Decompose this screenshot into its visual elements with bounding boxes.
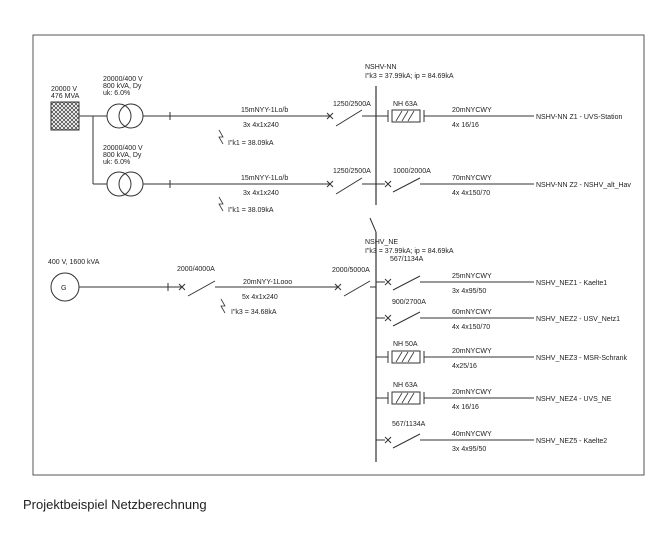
source-voltage: 20000 V: [51, 86, 77, 93]
bus-tie-link: [369, 217, 377, 233]
ne1-target: NSHV_NEZ1 - Kaelte1: [536, 280, 607, 287]
nn-feeder-1: NH 63A 20mNYCWY 4x 16/16 NSHV-NN Z1 - UV…: [376, 101, 622, 129]
ne3-cable: 20mNYCWY: [452, 348, 492, 355]
generator: 400 V, 1600 kVA G 2000/4000A 20mNYY-1Loo…: [48, 259, 338, 316]
nn-feeder-2: 1000/2000A 70mNYCWY 4x 4x150/70 NSHV-NN …: [376, 168, 631, 197]
gen-breaker-rating: 2000/4000A: [177, 266, 215, 273]
fuse-nn1-icon: [391, 109, 421, 123]
transformer-2-primary-winding: [106, 171, 132, 197]
ne3-conductors: 4x25/16: [452, 363, 477, 370]
ne4-device: NH 63A: [393, 382, 418, 389]
bus-nn-fault: I"k3 = 37.99kA; ip = 84.69kA: [365, 73, 454, 80]
feeder-1-conductors: 3x 4x1x240: [243, 122, 279, 129]
nn2-conductors: 4x 4x150/70: [452, 190, 490, 197]
breaker-nn2-icon: [384, 180, 392, 188]
fuse-ne4-icon: [391, 391, 421, 405]
bus-ne-fault: I"k3 = 37.99kA; ip = 84.69kA: [365, 248, 454, 255]
fault-gen-icon: [220, 298, 226, 314]
nn2-device: 1000/2000A: [393, 168, 431, 175]
ne5-device: 567/1134A: [392, 421, 426, 428]
transformer-2-ratio: 20000/400 V: [103, 145, 143, 152]
nn1-device: NH 63A: [393, 101, 418, 108]
transformer-1-uk: uk: 6.0%: [103, 90, 130, 97]
ne-feeder-3: NH 50A 20mNYCWY 4x25/16 NSHV_NEZ3 - MSR-…: [376, 341, 628, 370]
ne1-device: 567/1134A: [390, 256, 424, 263]
transformer-2-uk: uk: 6.0%: [103, 159, 130, 166]
transformer-1-rating: 800 kVA, Dy: [103, 83, 142, 90]
nn1-conductors: 4x 16/16: [452, 122, 479, 129]
gen-fault: I"k3 = 34.68kA: [231, 309, 277, 316]
ne1-conductors: 3x 4x95/50: [452, 288, 486, 295]
breaker-gen-icon: [178, 283, 186, 291]
nn1-cable: 20mNYCWY: [452, 107, 492, 114]
fault-2-icon: [218, 196, 224, 212]
breaker-coupler-icon: [334, 283, 342, 291]
nn2-cable: 70mNYCWY: [452, 175, 492, 182]
ne3-device: NH 50A: [393, 341, 418, 348]
bus-ne-name: NSHV_NE: [365, 239, 398, 246]
feeder-1-fault: I"k1 = 38.09kA: [228, 140, 274, 147]
ne2-conductors: 4x 4x150/70: [452, 324, 490, 331]
feeder-2-conductors: 3x 4x1x240: [243, 190, 279, 197]
ne2-cable: 60mNYCWY: [452, 309, 492, 316]
breaker-2-rating: 1250/2500A: [333, 168, 371, 175]
mv-source: 20000 V 476 MVA: [50, 86, 107, 185]
grid-source-symbol: [50, 101, 80, 131]
transformer-1: 20000/400 V 800 kVA, Dy uk: 6.0%: [103, 76, 144, 129]
nn2-target: NSHV-NN Z2 - NSHV_alt_Hav: [536, 182, 631, 189]
bus-nn-name: NSHV-NN: [365, 64, 397, 71]
ne4-conductors: 4x 16/16: [452, 404, 479, 411]
feeder-2-fault: I"k1 = 38.09kA: [228, 207, 274, 214]
ne3-target: NSHV_NEZ3 - MSR-Schrank: [536, 355, 628, 362]
transformer-2: 20000/400 V 800 kVA, Dy uk: 6.0%: [103, 145, 144, 197]
breaker-ne2-icon: [384, 314, 392, 322]
source-power: 476 MVA: [51, 93, 80, 100]
transformer-2-rating: 800 kVA, Dy: [103, 152, 142, 159]
gen-cable: 20mNYY-1Looo: [243, 279, 292, 286]
breaker-1-icon: [326, 112, 334, 120]
transformer-1-ratio: 20000/400 V: [103, 76, 143, 83]
nn1-target: NSHV-NN Z1 - UVS-Station: [536, 114, 622, 121]
ne1-cable: 25mNYCWY: [452, 273, 492, 280]
fault-1-icon: [218, 129, 224, 145]
coupler: 2000/5000A: [332, 267, 376, 297]
ne-feeder-5: 567/1134A 40mNYCWY 3x 4x95/50 NSHV_NEZ5 …: [376, 421, 607, 453]
gen-conductors: 5x 4x1x240: [242, 294, 278, 301]
ne-feeder-1: 567/1134A 25mNYCWY 3x 4x95/50 NSHV_NEZ1 …: [376, 256, 607, 295]
fuse-ne3-icon: [391, 350, 421, 364]
figure-caption: Projektbeispiel Netzberechnung: [23, 497, 207, 512]
breaker-2-icon: [326, 180, 334, 188]
ne4-cable: 20mNYCWY: [452, 389, 492, 396]
ne2-target: NSHV_NEZ2 - USV_Netz1: [536, 316, 620, 323]
ne-feeder-2: 900/2700A 60mNYCWY 4x 4x150/70 NSHV_NEZ2…: [376, 299, 620, 331]
breaker-1-rating: 1250/2500A: [333, 101, 371, 108]
ne5-cable: 40mNYCWY: [452, 431, 492, 438]
generator-label: 400 V, 1600 kVA: [48, 259, 100, 266]
ne5-conductors: 3x 4x95/50: [452, 446, 486, 453]
feeder-2-cable: 15mNYY-1Lo/b: [241, 175, 288, 182]
transformer-1-primary-winding: [106, 103, 132, 129]
ne-feeder-4: NH 63A 20mNYCWY 4x 16/16 NSHV_NEZ4 - UVS…: [376, 382, 612, 411]
breaker-ne1-icon: [384, 278, 392, 286]
feeder-1-cable: 15mNYY-1Lo/b: [241, 107, 288, 114]
ne5-target: NSHV_NEZ5 - Kaelte2: [536, 438, 607, 445]
diagram-frame: [32, 34, 645, 476]
breaker-ne5-icon: [384, 436, 392, 444]
ne2-device: 900/2700A: [392, 299, 426, 306]
ne4-target: NSHV_NEZ4 - UVS_NE: [536, 396, 612, 403]
generator-symbol-text: G: [61, 285, 66, 292]
coupler-rating: 2000/5000A: [332, 267, 370, 274]
